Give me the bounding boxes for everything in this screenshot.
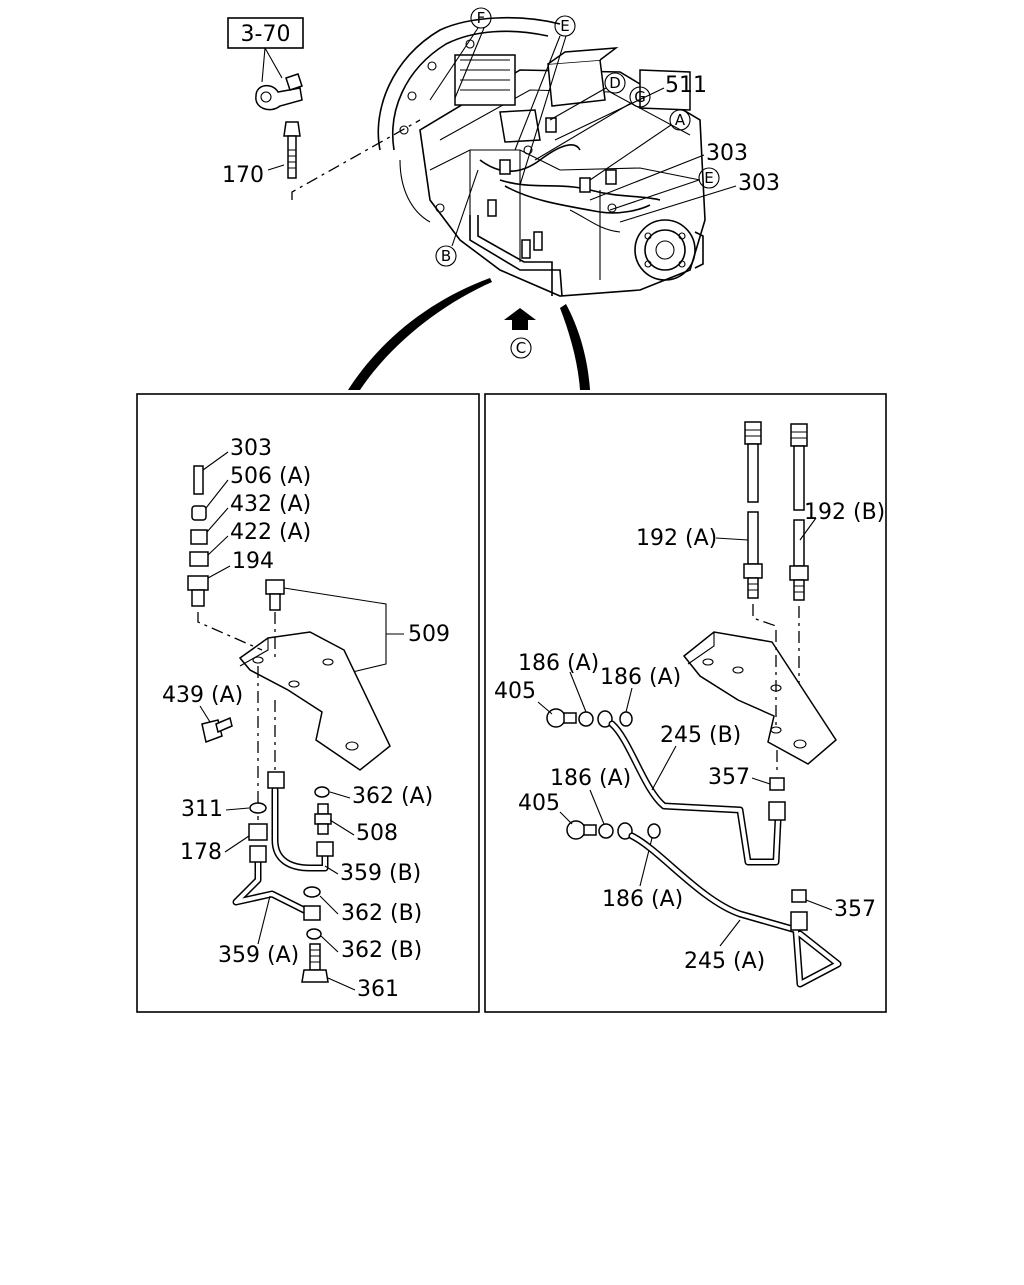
left-detail-panel (136, 393, 480, 1013)
label-186a-1: 186 (A) (518, 651, 599, 676)
label-357-a: 357 (708, 765, 750, 790)
right-panel-parts: 192 (A) 192 (B) 405 186 (A) 186 (A (494, 421, 885, 988)
view-indicator: C (348, 278, 590, 390)
label-303-b: 303 (738, 171, 780, 196)
label-186a-2: 186 (A) (600, 665, 681, 690)
label-303-left: 303 (230, 436, 272, 461)
circle-A: A (675, 111, 686, 129)
circle-G: G (634, 88, 646, 106)
right-sweep-arrow (560, 304, 590, 390)
label-405-a: 405 (494, 679, 536, 704)
label-509: 509 (408, 622, 450, 647)
label-508: 508 (356, 821, 398, 846)
circle-C: C (516, 339, 526, 357)
label-361: 361 (357, 977, 399, 1002)
label-192a: 192 (A) (636, 526, 717, 551)
label-170: 170 (222, 163, 264, 188)
top-callouts: F E D G 511 A 303 E 303 B (429, 7, 780, 267)
label-359b: 359 (B) (340, 861, 421, 886)
label-362a: 362 (A) (352, 784, 433, 809)
label-245b: 245 (B) (660, 723, 741, 748)
label-422a: 422 (A) (230, 520, 311, 545)
label-439a: 439 (A) (162, 683, 243, 708)
label-178: 178 (180, 840, 222, 865)
label-303-a: 303 (706, 141, 748, 166)
left-sweep-arrow (348, 278, 492, 390)
circle-F: F (477, 9, 486, 27)
label-362b-2: 362 (B) (341, 938, 422, 963)
label-357-b: 357 (834, 897, 876, 922)
label-186a-4: 186 (A) (602, 887, 683, 912)
circle-D: D (609, 74, 621, 92)
circle-E-top: E (560, 17, 569, 35)
label-359a: 359 (A) (218, 943, 299, 968)
label-362b-1: 362 (B) (341, 901, 422, 926)
label-432a: 432 (A) (230, 492, 311, 517)
view-arrow-icon (504, 308, 536, 330)
circle-E-right: E (704, 169, 713, 187)
label-405-b: 405 (518, 791, 560, 816)
label-186a-3: 186 (A) (550, 766, 631, 791)
circle-B: B (441, 247, 451, 265)
right-detail-panel (484, 393, 887, 1013)
label-511: 511 (665, 73, 707, 98)
transmission-assembly (377, 16, 706, 297)
label-506a: 506 (A) (230, 464, 311, 489)
label-311: 311 (181, 797, 223, 822)
ref-box-label: 3-70 (241, 22, 291, 47)
label-194: 194 (232, 549, 274, 574)
label-192b: 192 (B) (804, 500, 885, 525)
left-panel-parts: 303 506 (A) 432 (A) 422 (A) 194 509 (162, 436, 450, 1002)
ref-box-group: 3-70 170 (222, 17, 421, 200)
label-245a: 245 (A) (684, 949, 765, 974)
